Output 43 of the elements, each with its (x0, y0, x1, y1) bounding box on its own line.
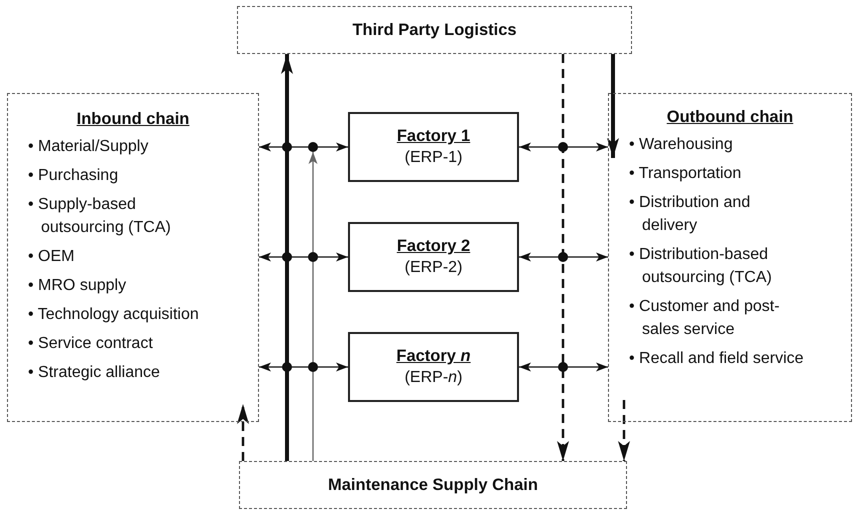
bullet-item: • Technology acquisition (28, 305, 200, 325)
box-title: Third Party Logistics (352, 20, 517, 40)
bullet-item: • Distribution-based outsourcing (TCA) (629, 245, 773, 288)
factory-title: Factory 2 (396, 236, 470, 257)
chain-heading: Inbound chain (76, 110, 190, 129)
arrow (308, 152, 318, 461)
arrow (259, 362, 348, 372)
arrow (259, 142, 348, 152)
arrow (618, 400, 630, 461)
bullet-item: • MRO supply (28, 276, 128, 296)
bullet-item: • Recall and field service (629, 349, 805, 369)
bullet-item: • Purchasing (28, 166, 120, 186)
dashed-box (239, 461, 627, 509)
dashed-box (237, 6, 632, 54)
bullet-item: • Distribution and delivery (629, 193, 752, 236)
bullet-item: • Customer and post-sales service (629, 297, 781, 340)
chain-heading: Outbound chain (666, 108, 794, 127)
factory-box (348, 112, 519, 182)
factory-title: Factory 1 (396, 126, 470, 147)
erp-label: (ERP-n) (404, 368, 462, 388)
bullet-item: • Material/Supply (28, 137, 150, 157)
factory-box (348, 332, 519, 402)
bullet-item: • Service contract (28, 334, 154, 354)
erp-label: (ERP-2) (404, 258, 462, 278)
bullet-item: • OEM (28, 247, 76, 267)
factory-title: Factory n (396, 346, 471, 367)
bullet-item: • Strategic alliance (28, 363, 161, 383)
arrow (519, 362, 608, 372)
erp-label: (ERP-1) (404, 148, 462, 168)
arrow (607, 54, 619, 158)
arrow (281, 54, 293, 461)
dashed-box (608, 93, 852, 422)
arrow (519, 142, 608, 152)
bullet-item: • Warehousing (629, 135, 734, 155)
box-title: Maintenance Supply Chain (328, 476, 538, 494)
dashed-box (7, 93, 259, 422)
arrow (237, 404, 249, 461)
arrow (557, 54, 569, 461)
arrow (259, 252, 348, 262)
factory-box (348, 222, 519, 292)
bullet-item: • Supply-based outsourcing (TCA) (28, 195, 172, 238)
arrow (519, 252, 608, 262)
bullet-item: • Transportation (629, 164, 742, 184)
